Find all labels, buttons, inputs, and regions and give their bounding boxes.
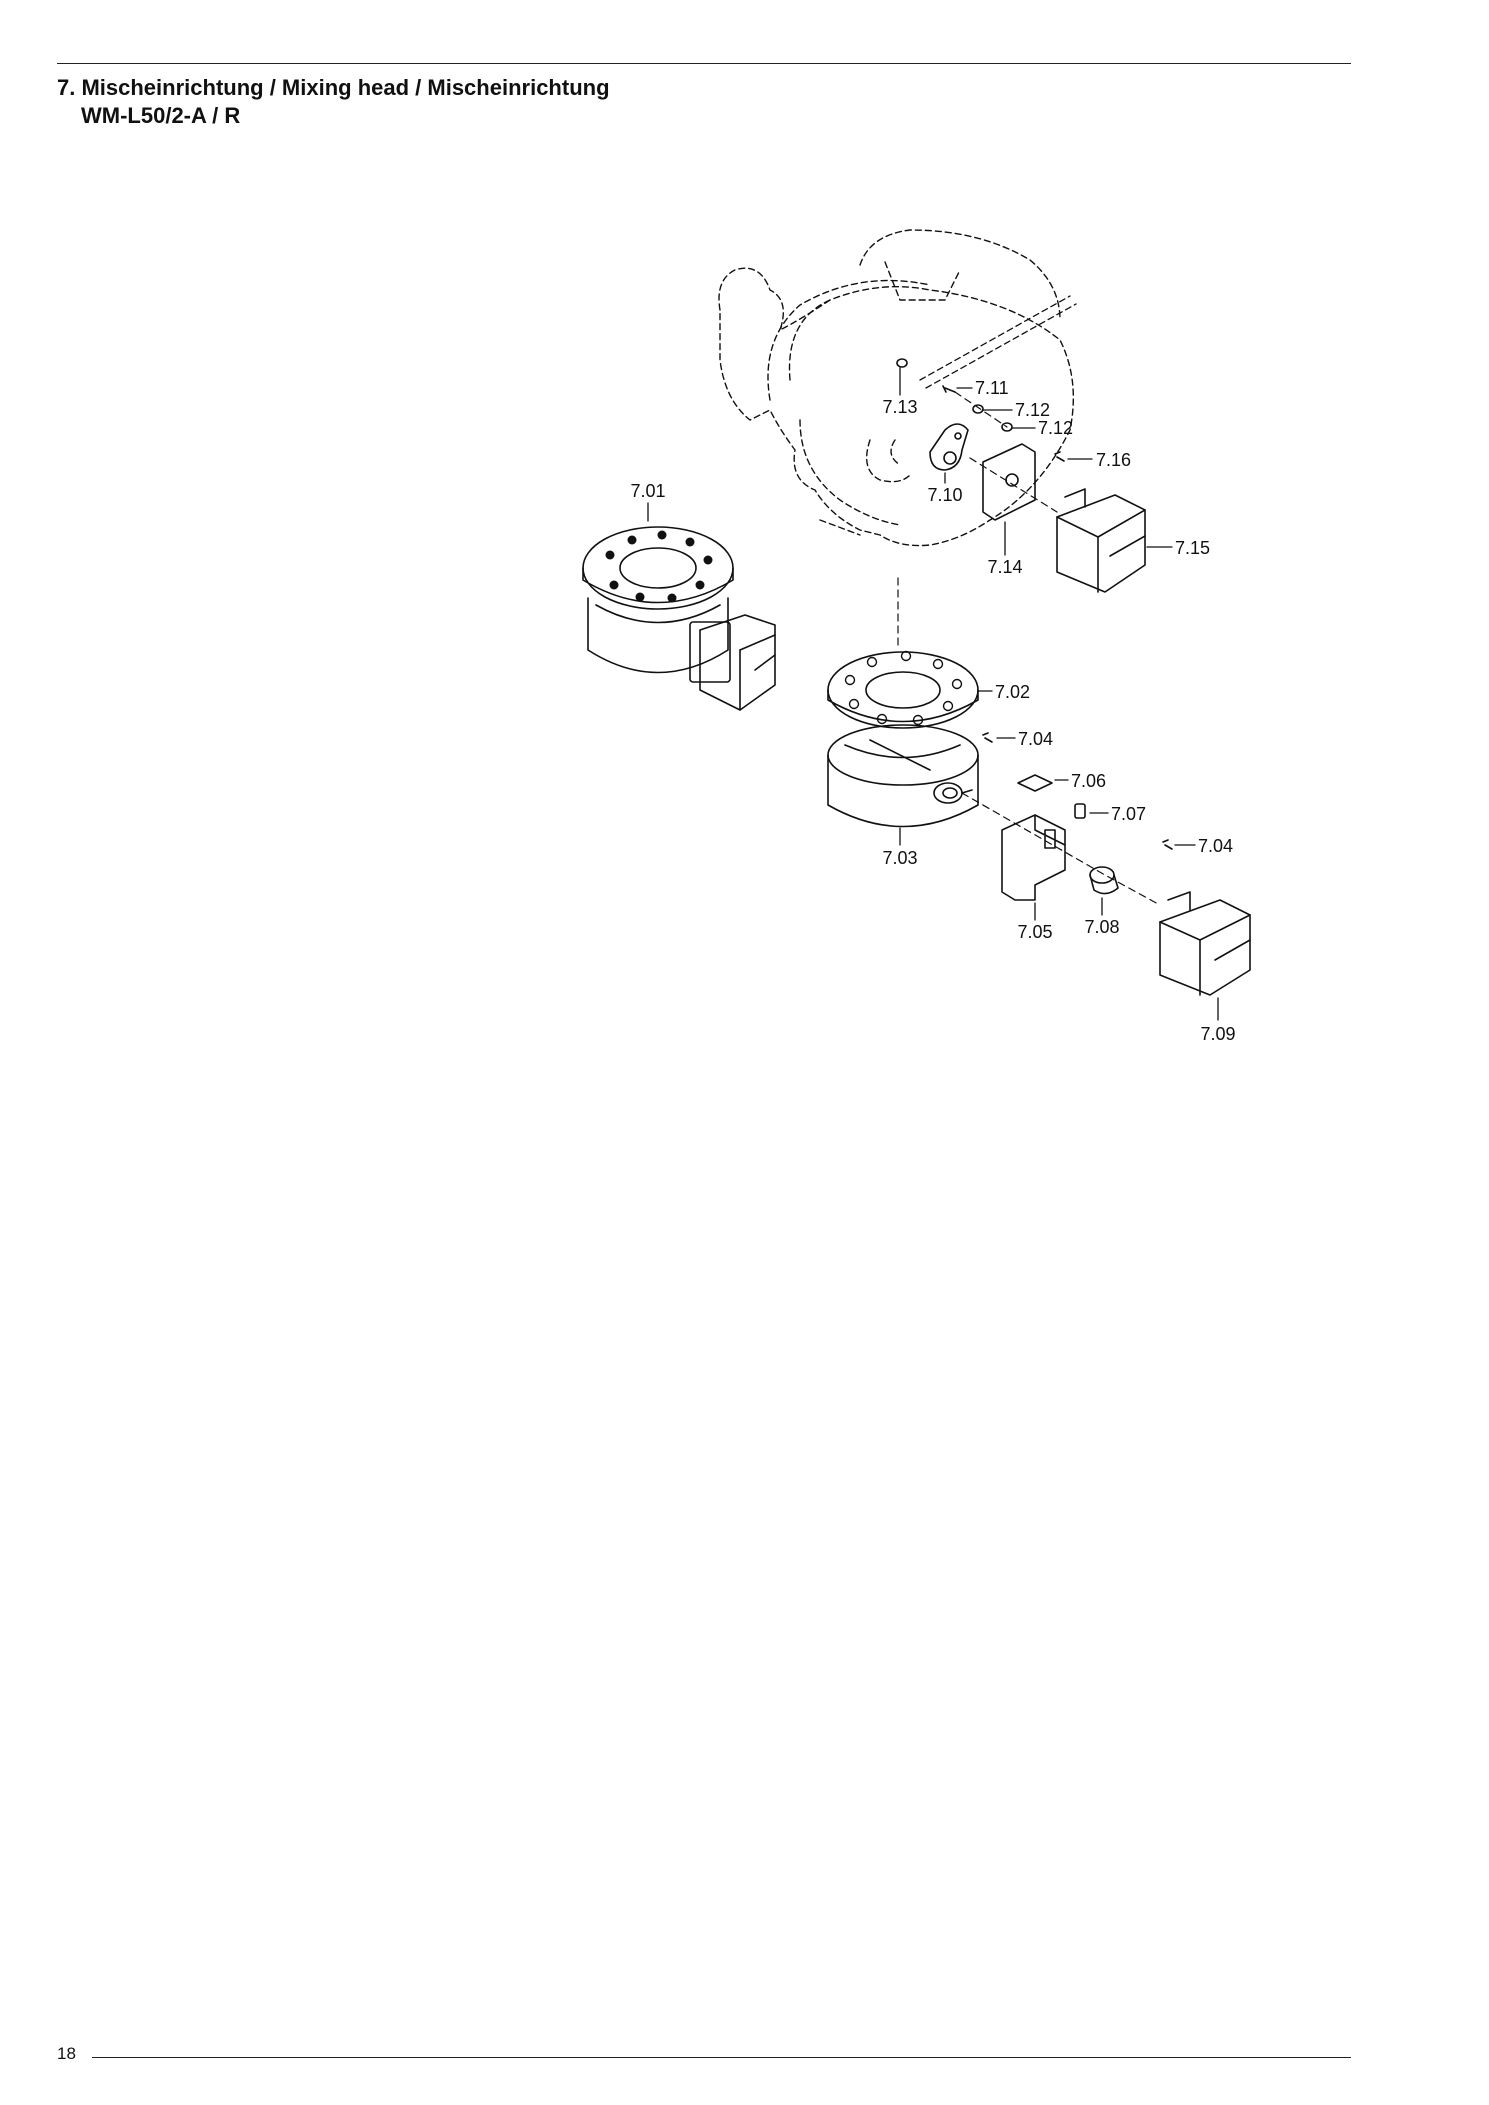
part-7-12-nut-b	[1001, 422, 1013, 432]
callout-7-08: 7.08	[1084, 917, 1119, 937]
callout-7-14: 7.14	[987, 557, 1022, 577]
part-7-04-screw-a	[982, 732, 993, 743]
part-7-06-pad	[1017, 774, 1053, 792]
part-7-11-bolt	[942, 385, 956, 393]
part-7-03-damper-housing	[827, 724, 979, 828]
leader-lines	[647, 367, 1219, 1021]
title-line-2: WM-L50/2-A / R	[81, 103, 241, 128]
part-7-15-actuator	[1056, 488, 1146, 593]
callout-7-13: 7.13	[882, 397, 917, 417]
callout-7-04-a: 7.04	[1018, 729, 1053, 749]
callout-7-11: 7.11	[975, 378, 1009, 398]
callout-7-03: 7.03	[882, 848, 917, 868]
callout-7-16: 7.16	[1096, 450, 1131, 470]
title-line-1: 7. Mischeinrichtung / Mixing head / Misc…	[57, 75, 610, 100]
part-7-01-assembly	[582, 526, 776, 711]
air-tube-outline	[919, 295, 1077, 389]
part-7-09-actuator	[1159, 891, 1251, 996]
part-7-12-nut-a	[972, 404, 984, 414]
callout-7-06: 7.06	[1071, 771, 1106, 791]
part-7-04-screw-b	[1162, 839, 1173, 850]
page-number: 18	[57, 2044, 76, 2063]
callout-7-01: 7.01	[630, 481, 665, 501]
part-7-05-bracket	[1001, 814, 1066, 901]
part-7-16-screw	[1054, 451, 1065, 462]
part-7-13-washer	[896, 358, 908, 368]
burner-housing-outline	[718, 229, 1074, 547]
part-7-02-plate	[827, 650, 979, 729]
part-7-08-coupling	[1089, 866, 1119, 895]
callout-7-15: 7.15	[1175, 538, 1210, 558]
part-7-14-gasket	[982, 443, 1036, 521]
page-title: 7. Mischeinrichtung / Mixing head / Misc…	[57, 74, 610, 130]
footer-rule	[92, 2057, 1351, 2058]
header-rule	[57, 63, 1351, 64]
callout-7-12-a: 7.12	[1015, 400, 1050, 420]
callout-7-02: 7.02	[995, 682, 1030, 702]
callout-7-09: 7.09	[1200, 1024, 1235, 1044]
callout-7-07: 7.07	[1111, 804, 1146, 824]
part-7-07-clip	[1074, 803, 1086, 819]
callout-7-10: 7.10	[927, 485, 962, 505]
callout-7-04-b: 7.04	[1198, 836, 1233, 856]
part-7-10-lever	[929, 423, 969, 471]
callout-7-05: 7.05	[1017, 922, 1052, 942]
assembly-lines	[897, 391, 1161, 906]
callout-7-12-b: 7.12	[1038, 418, 1073, 438]
